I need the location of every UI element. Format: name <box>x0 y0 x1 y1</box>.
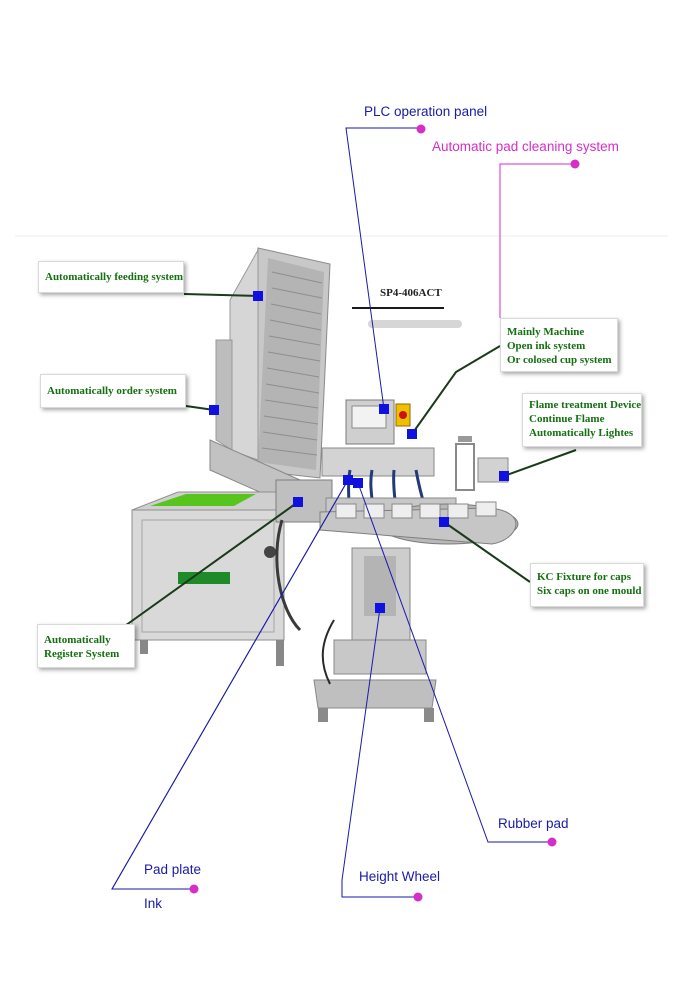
feeder-hopper <box>215 247 331 479</box>
order-system-box: Automatically order system <box>40 374 186 408</box>
plc-end-dot <box>416 124 426 134</box>
plc-leader-line <box>345 127 420 410</box>
register-leader-line <box>121 501 299 629</box>
order-system-text: Automatically order system <box>47 385 177 397</box>
rotary-table <box>319 501 519 545</box>
feeding-system-text: Automatically feeding system <box>45 271 184 283</box>
rubber-pad-label: Rubber pad <box>498 816 569 831</box>
flame-line-2: Continue Flame <box>529 413 605 425</box>
rubber-pad-leader-line <box>357 482 552 843</box>
rubber-pad-marker <box>353 478 363 488</box>
pad-plate-marker <box>343 475 353 485</box>
register-line-1: Automatically <box>44 634 111 646</box>
ink-leader-line <box>111 479 349 890</box>
main-leader-line <box>411 345 501 435</box>
flame-leader-line <box>503 449 577 477</box>
pad-cleaning-label: Automatic pad cleaning system <box>432 139 619 154</box>
fixture-line-2: Six caps on one mould <box>537 585 642 597</box>
flame-marker <box>499 471 509 481</box>
fixture-line-1: KC Fixture for caps <box>537 571 631 583</box>
height-wheel-leader-line <box>341 607 418 898</box>
feeding-system-box: Automatically feeding system <box>38 261 184 293</box>
flame-device <box>455 436 509 491</box>
height-wheel-label: Height Wheel <box>359 869 441 884</box>
flame-device-box: Flame treatment Device Continue Flame Au… <box>522 393 642 447</box>
ink-label: Ink <box>144 896 163 911</box>
feeding-marker <box>253 291 263 301</box>
main-marker <box>407 429 417 439</box>
left-cabinet <box>131 491 302 666</box>
pad-plate-end-dot <box>189 884 199 894</box>
register-marker <box>293 497 303 507</box>
plc-marker <box>379 404 389 414</box>
register-line-2: Register System <box>44 648 120 660</box>
cleaning-leader-line <box>499 163 575 318</box>
rubber-pad-end-dot <box>547 837 557 847</box>
main-line-3: Or colosed cup system <box>507 354 612 366</box>
flame-line-1: Flame treatment Device <box>529 399 642 411</box>
main-line-1: Mainly Machine <box>507 326 585 338</box>
order-marker <box>209 405 219 415</box>
plc-panel-label: PLC operation panel <box>364 104 488 119</box>
feeding-leader-line <box>183 293 259 297</box>
fixture-marker <box>439 517 449 527</box>
flame-line-3: Automatically Lightes <box>529 427 634 439</box>
fixture-box: KC Fixture for caps Six caps on one moul… <box>530 563 644 607</box>
pad-plate-label: Pad plate <box>144 862 202 877</box>
height-wheel-end-dot <box>413 892 423 902</box>
fixture-leader-line <box>443 521 531 583</box>
model-label: SP4-406ACT <box>380 287 442 299</box>
register-system-box: Automatically Register System <box>37 624 135 668</box>
main-line-2: Open ink system <box>507 340 586 352</box>
height-wheel-marker <box>375 603 385 613</box>
machine-column <box>313 547 437 722</box>
cleaning-end-dot <box>570 159 580 169</box>
main-machine-box: Mainly Machine Open ink system Or colose… <box>500 318 618 372</box>
